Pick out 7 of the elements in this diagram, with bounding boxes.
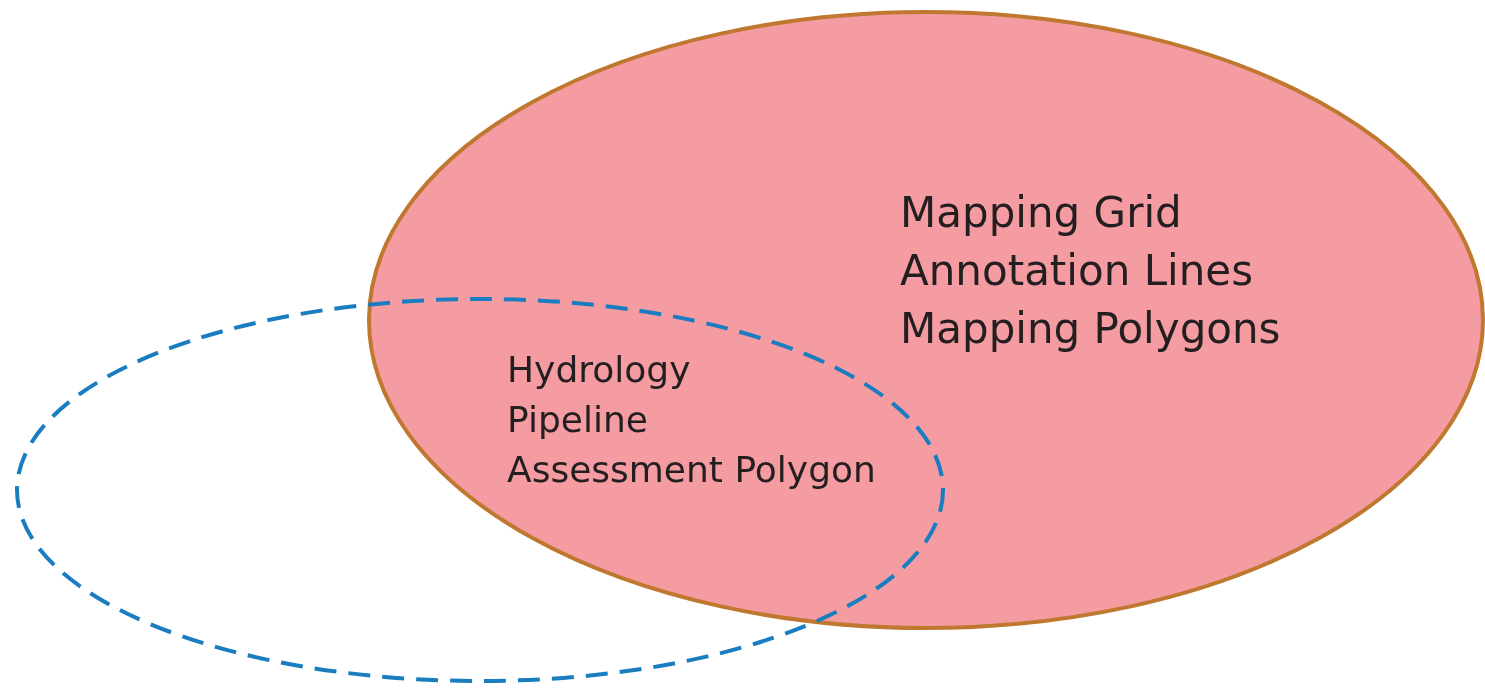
set-ellipse (367, 10, 1485, 630)
set-item-text: Mapping Grid (900, 188, 1182, 237)
set-item-text: Pipeline (507, 399, 648, 440)
set-item-text: Assessment Polygon (507, 449, 876, 490)
set-item-text: Mapping Polygons (900, 304, 1281, 353)
set-item-text: Hydrology (507, 349, 691, 390)
set-item-text: Annotation Lines (900, 246, 1254, 295)
